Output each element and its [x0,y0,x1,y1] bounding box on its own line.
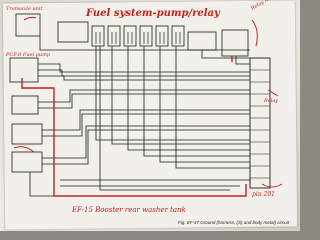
connector-box [123,25,137,47]
wiring-diagram: Fuel system-pump/relay EF-15 Booster rea… [5,0,290,225]
connector-box [155,25,169,47]
figure-caption: Fig. EF-47 Ground (harness, (S) and body… [178,220,290,225]
connector-box [91,25,105,47]
left-note: PCF-6 Fuel pump [5,52,51,58]
ecu-connector [249,57,271,189]
connector-box [139,25,153,47]
connector-box [15,13,41,37]
top-left-note: Transaxle unit [6,6,43,12]
connector-box [11,151,43,173]
wire-harness [29,36,251,197]
connector-box [187,31,217,51]
highlighted-circuit [21,56,247,197]
connector-column-left [9,57,43,173]
bottom-note: EF-15 Booster rear washer tank [71,206,186,214]
right-bottom-note: pin 201 [252,191,275,198]
connector-box [9,57,39,83]
annotation-marks [13,16,283,188]
connector-box [11,95,39,115]
diagram-title: Fuel system-pump/relay [85,8,221,19]
relay-box [221,29,249,57]
connector-box [57,21,89,43]
top-right-note: Relay Assembly [249,0,287,12]
connector-row-top [15,13,249,57]
connector-box [171,25,185,47]
connector-box [11,123,43,145]
connector-box [107,25,121,47]
right-mid-note: Relay [263,98,278,104]
